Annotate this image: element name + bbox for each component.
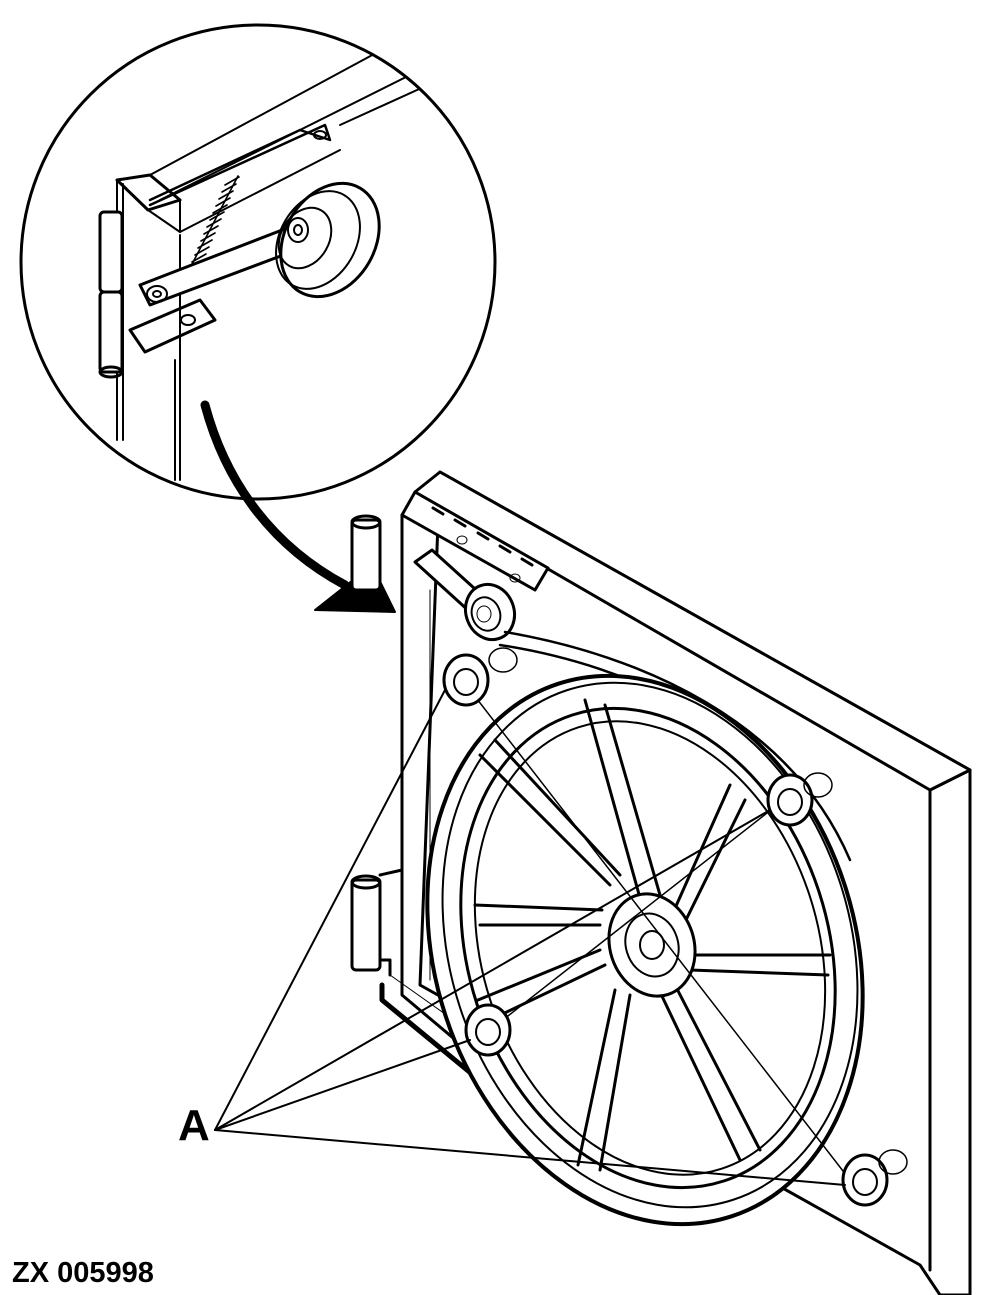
detail-magnifier <box>19 23 497 501</box>
detail-spring <box>189 175 240 269</box>
callout-label-a: A <box>178 1101 210 1150</box>
mounting-roller <box>464 1003 512 1057</box>
mounting-roller <box>766 772 833 827</box>
detail-hinge <box>98 210 124 379</box>
mounting-roller <box>841 1149 908 1207</box>
top-frame-rail <box>400 490 550 592</box>
detail-rail-upper <box>149 39 401 176</box>
mounting-roller <box>442 647 518 707</box>
panel-hinges <box>350 514 404 977</box>
wheel-spokes <box>473 698 832 1172</box>
main-drive-wheel <box>425 673 865 1227</box>
top-idler-pulley <box>463 582 517 642</box>
detail-pulley <box>275 181 381 299</box>
main-panel <box>350 470 972 1295</box>
detail-circle-outline <box>19 23 497 501</box>
figure-code: ZX 005998 <box>12 1257 154 1289</box>
callout-leader-lines <box>214 689 846 1186</box>
